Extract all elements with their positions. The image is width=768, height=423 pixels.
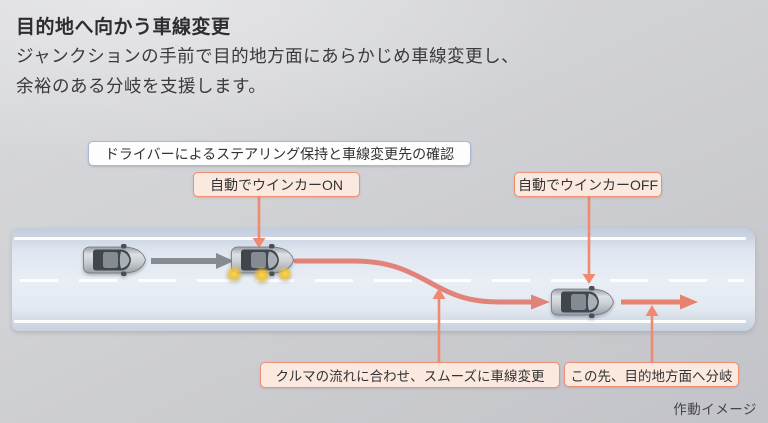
lane-marking-dashed-center <box>20 279 744 282</box>
car-merged-icon <box>549 286 615 318</box>
callout-blinker-off: 自動でウインカーOFF <box>514 172 662 197</box>
image-caption: 作動イメージ <box>673 402 757 417</box>
callout-blinker-on-label: 自動でウインカーON <box>210 176 343 193</box>
lane-marking-top <box>14 237 746 240</box>
turn-signal-glow-icon <box>225 265 293 284</box>
page-title: 目的地へ向かう車線変更 <box>16 17 231 38</box>
callout-smooth-lane-change-label: クルマの流れに合わせ、スムーズに車線変更 <box>275 369 545 384</box>
callout-driver-confirm-label: ドライバーによるステアリング保持と車線変更先の確認 <box>104 145 455 162</box>
callout-driver-confirm: ドライバーによるステアリング保持と車線変更先の確認 <box>88 141 471 166</box>
page-subtitle-line1: ジャンクションの手前で目的地方面にあらかじめ車線変更し、 <box>16 46 520 66</box>
page-subtitle-line2: 余裕のある分岐を支援します。 <box>16 76 267 96</box>
callout-blinker-off-label: 自動でウインカーOFF <box>518 176 658 193</box>
car-start-icon <box>81 244 147 276</box>
callout-blinker-on: 自動でウインカーON <box>193 172 360 197</box>
callout-smooth-lane-change: クルマの流れに合わせ、スムーズに車線変更 <box>260 362 560 388</box>
callout-branch-ahead: この先、目的地方面へ分岐 <box>564 362 739 387</box>
callout-branch-ahead-label: この先、目的地方面へ分岐 <box>570 368 733 384</box>
lane-marking-bottom <box>14 320 746 323</box>
car-signaling-icon <box>225 244 295 284</box>
page-subtitle: ジャンクションの手前で目的地方面にあらかじめ車線変更し、 余裕のある分岐を支援し… <box>16 41 519 101</box>
